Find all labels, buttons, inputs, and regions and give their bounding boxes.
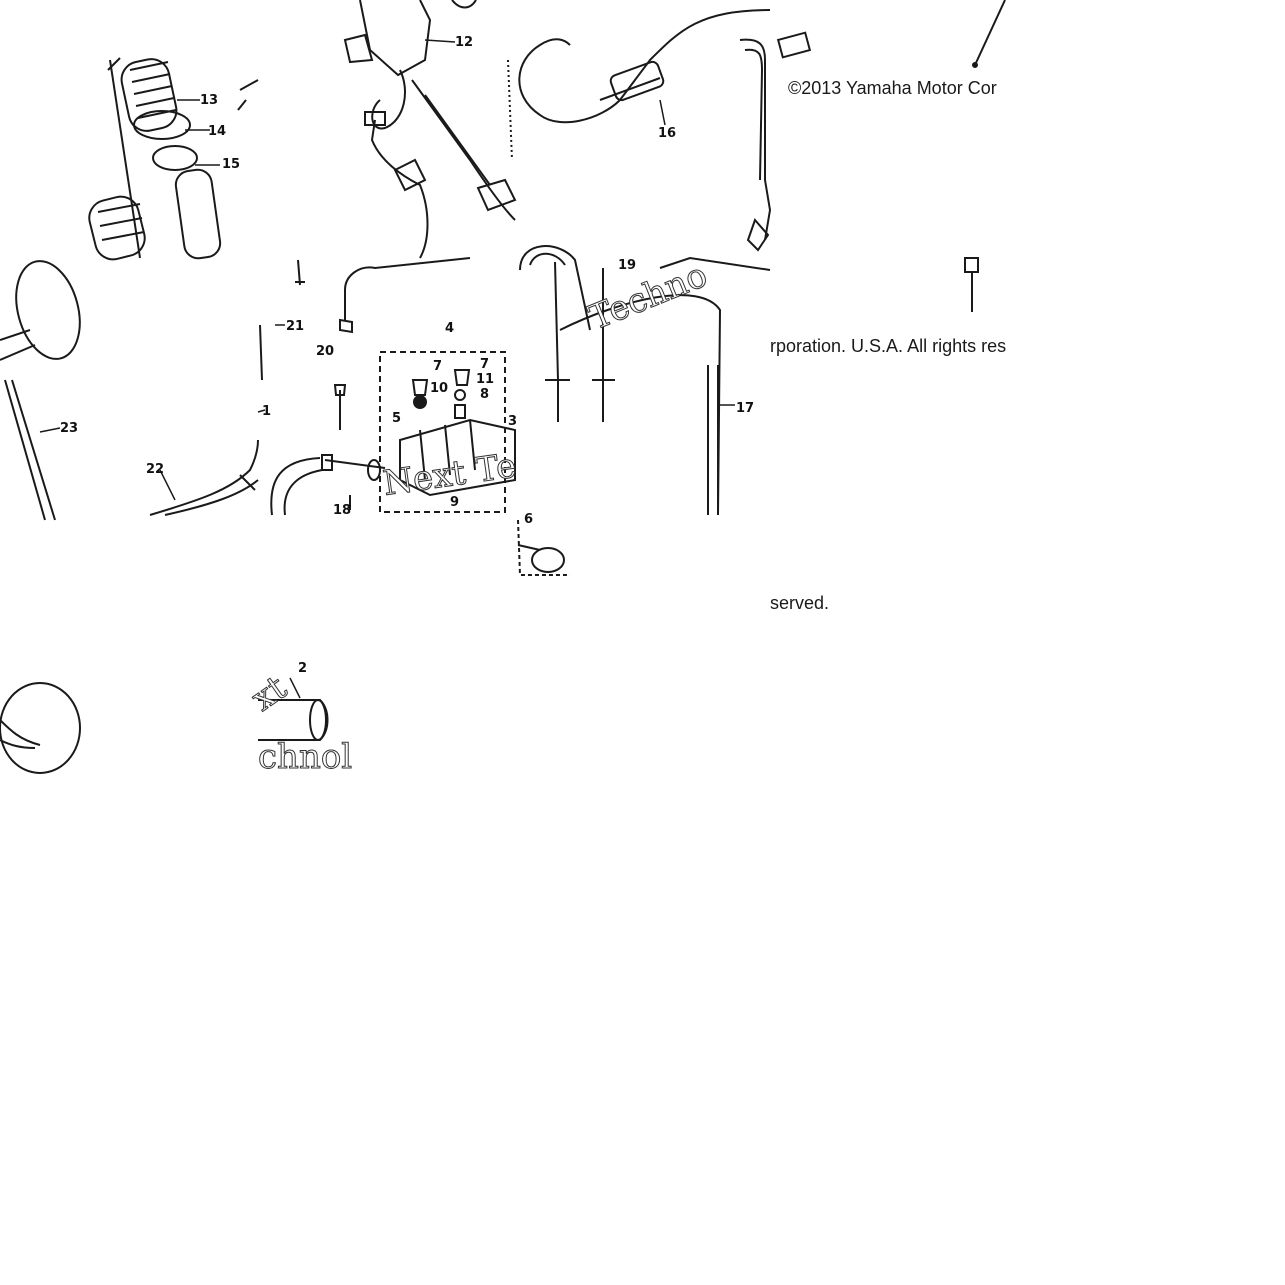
callout-15: 15 [222, 157, 240, 172]
callout-7b: 7 [480, 357, 489, 372]
callout-8: 8 [480, 387, 489, 402]
callout-23: 23 [60, 421, 78, 436]
cable-tile [518, 9, 772, 252]
callout-19: 19 [618, 258, 636, 273]
master-cylinder-tile [257, 257, 516, 516]
callout-21: 21 [286, 319, 304, 334]
callout-7a: 7 [433, 359, 442, 374]
clutch-cable-tile [517, 245, 771, 576]
callout-1: 1 [262, 404, 271, 419]
callout-17: 17 [736, 401, 754, 416]
callout-10: 10 [430, 381, 448, 396]
callout-6: 6 [524, 512, 533, 527]
callout-16: 16 [658, 126, 676, 141]
watermark-xt: xt [244, 668, 294, 720]
callout-22: 22 [146, 462, 164, 477]
copyright-line-3: served. [770, 593, 830, 613]
watermark-chnol: chnol [258, 737, 352, 777]
mirror-right-tile [0, 682, 81, 774]
callout-18: 18 [333, 503, 351, 518]
mirror-left-tile [0, 260, 81, 521]
callout-13: 13 [200, 93, 218, 108]
copyright-line-1: ©2013 Yamaha Motor Cor [788, 78, 997, 98]
callout-4: 4 [445, 321, 454, 336]
callout-11: 11 [476, 372, 494, 387]
throttle-housing-tile [343, 0, 517, 259]
watermark-techno: Techno [583, 255, 712, 338]
callout-5: 5 [392, 411, 401, 426]
callout-labels: 13 14 15 12 16 19 21 20 4 7 7 10 11 8 5 … [60, 35, 754, 676]
callout-14: 14 [208, 124, 226, 139]
callout-3: 3 [508, 414, 517, 429]
callout-20: 20 [316, 344, 334, 359]
callout-12: 12 [455, 35, 473, 50]
callout-9: 9 [450, 495, 459, 510]
callout-2: 2 [298, 661, 307, 676]
copyright-line-2: rporation. U.S.A. All rights res [770, 336, 1007, 356]
bolt-tile [776, 0, 1006, 312]
watermark: Techno Next Te xt chnol [244, 255, 714, 778]
right-grip-tile [258, 677, 329, 741]
handlebar-tile [149, 439, 259, 516]
grip-tile [88, 57, 259, 261]
